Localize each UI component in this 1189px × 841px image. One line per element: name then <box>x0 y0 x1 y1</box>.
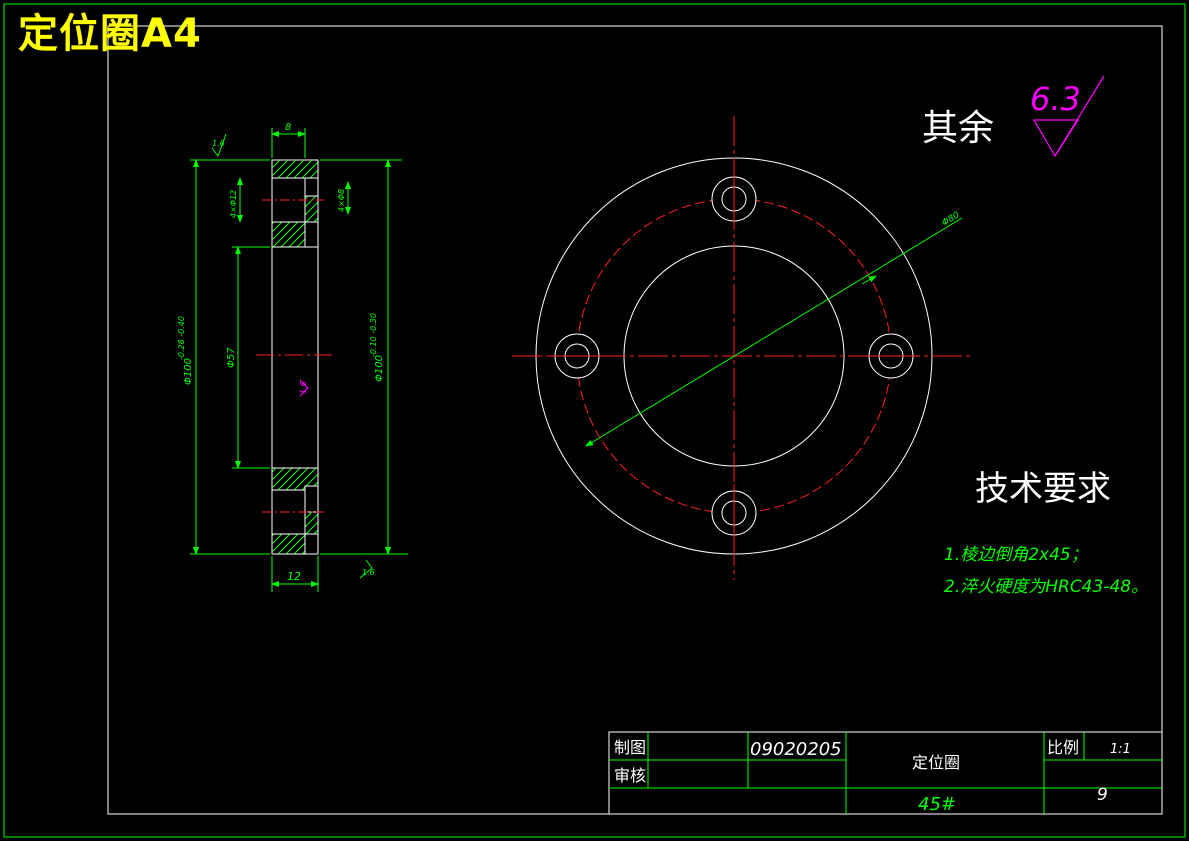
outer-frame <box>3 3 1186 838</box>
dim-width-bottom: 12 <box>287 570 301 583</box>
drawing-title: 定位圈A4 <box>18 11 202 57</box>
dim-hole-a: 4×Φ12 <box>229 190 238 218</box>
pitch-dim-line <box>585 217 963 447</box>
roughness-top-symbol: 1.6 <box>211 133 227 158</box>
tb-drawn-label: 制图 <box>614 738 646 757</box>
tech-item-1: 1.棱边倒角2x45； <box>944 545 1088 565</box>
tb-sheet: 9 <box>1097 785 1108 805</box>
tech-requirements: 技术要求 1.棱边倒角2x45； 2.淬火硬度为HRC43-48。 <box>944 469 1148 597</box>
tb-material: 45# <box>918 794 956 815</box>
tb-scale-value: 1:1 <box>1110 742 1131 757</box>
plan-view: Φ80 <box>512 116 973 580</box>
roughness-triangle-icon <box>1032 119 1080 158</box>
tb-scale-label: 比例 <box>1047 738 1079 757</box>
roughness-mid: 1.6 <box>299 381 308 394</box>
tb-checked-label: 审核 <box>614 766 646 785</box>
tb-drawing-no: 09020205 <box>750 739 842 760</box>
roughness-bottom: 1.6 <box>362 568 375 577</box>
tech-item-2: 2.淬火硬度为HRC43-48。 <box>944 577 1148 597</box>
surface-note: 其余 6.3 <box>922 75 1105 158</box>
roughness-top: 1.6 <box>212 139 225 148</box>
surface-note-value: 6.3 <box>1030 80 1081 118</box>
dim-od-right-tol: -0.10 -0.30 <box>369 313 378 357</box>
roughness-mid-symbol: 1.6 <box>299 379 309 397</box>
dim-od-right: Φ100 <box>374 355 385 382</box>
tb-part-name: 定位圈 <box>912 753 960 772</box>
dim-width-top: 8 <box>285 122 291 133</box>
dim-hole-b: 4×Φ8 <box>337 189 346 212</box>
dim-od-left: Φ100 <box>183 358 194 385</box>
inner-frame <box>107 25 1163 815</box>
pitch-diameter: Φ80 <box>940 210 961 228</box>
title-block: 制图 审核 09020205 定位圈 比例 1:1 45# 9 <box>608 731 1163 815</box>
roughness-bottom-symbol: 1.6 <box>359 559 375 579</box>
dim-od-left-tol: -0.28 -0.40 <box>177 316 186 360</box>
surface-note-label: 其余 <box>922 108 994 149</box>
section-view: 8 12 Φ100 -0.28 -0.40 Φ100 -0.10 -0.30 Φ… <box>177 122 408 592</box>
dim-id: Φ57 <box>226 347 237 368</box>
tech-heading: 技术要求 <box>975 469 1111 509</box>
